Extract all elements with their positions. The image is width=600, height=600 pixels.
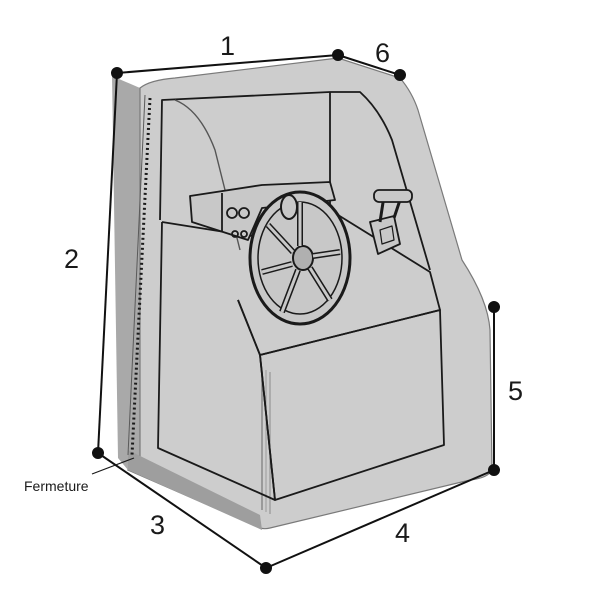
dimension-label-5: 5	[508, 376, 523, 406]
windscreen-frame	[159, 91, 431, 271]
dimension-line-6	[337, 54, 401, 76]
dimension-label-1: 1	[220, 31, 235, 61]
steering-wheel-icon	[248, 190, 352, 326]
dimension-label-4: 4	[395, 518, 410, 548]
dimension-lines	[92, 49, 500, 574]
dimension-point	[488, 464, 500, 476]
throttle-lever-icon	[369, 189, 413, 255]
console	[157, 91, 445, 501]
dimension-line-2	[97, 72, 118, 454]
gauge-icon	[240, 230, 248, 238]
gauge-icon	[238, 207, 250, 219]
closure-leader-line	[91, 457, 135, 475]
gauge-icon	[226, 207, 238, 219]
dimension-point	[488, 301, 500, 313]
dimension-line-1	[116, 54, 339, 74]
dimension-point	[111, 67, 123, 79]
console-left-face	[157, 221, 276, 501]
cover-left-side	[112, 76, 140, 470]
cover-front-fold	[128, 450, 262, 530]
dimension-point	[394, 69, 406, 81]
gauge-icon	[231, 230, 239, 238]
dimension-line-3	[97, 452, 267, 569]
dimension-line-4	[265, 469, 495, 569]
dimension-label-3: 3	[150, 510, 165, 540]
closure-label: Fermeture	[24, 478, 89, 494]
dimension-point	[332, 49, 344, 61]
dimension-label-2: 2	[64, 244, 79, 274]
dimension-point	[92, 447, 104, 459]
dimension-label-6: 6	[375, 38, 390, 68]
windscreen-glass	[174, 99, 241, 251]
zipper-edge	[127, 94, 146, 456]
dimension-point	[260, 562, 272, 574]
